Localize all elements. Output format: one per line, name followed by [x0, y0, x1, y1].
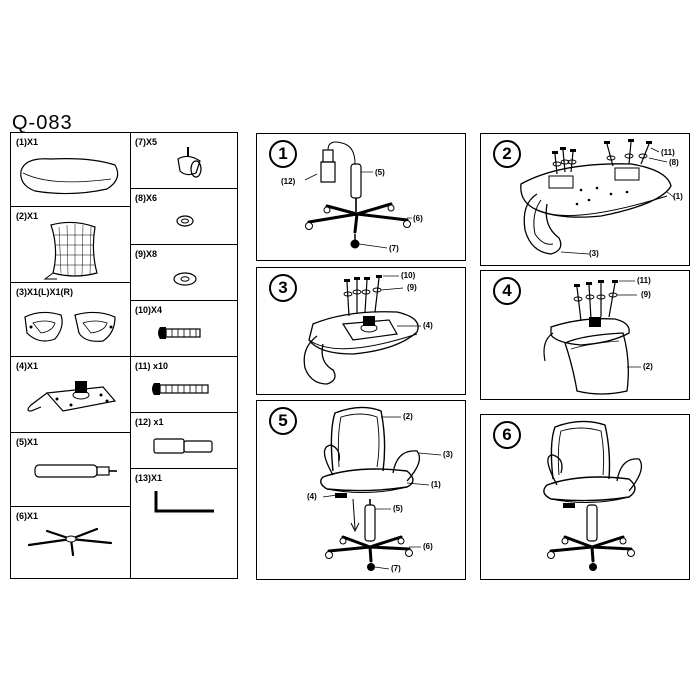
- base-assembly-illustration: [304, 141, 412, 249]
- part-label: (5)X1: [16, 437, 39, 447]
- callout-label: (3): [443, 450, 453, 459]
- part-label: (9)X8: [135, 249, 158, 259]
- part-label: (11) x10: [135, 361, 169, 371]
- step-3-panel: 3 (10) (9) (4): [256, 267, 466, 395]
- backrest-attach-illustration: [543, 280, 641, 395]
- callout-label: (11): [637, 276, 651, 285]
- callout-label: (9): [641, 290, 651, 299]
- long-bolt-icon: [152, 383, 209, 395]
- five-star-base-icon: [27, 527, 113, 557]
- part-label: (1)X1: [16, 137, 39, 147]
- step-2-panel: 2 (11) (8) (1) (3): [480, 133, 690, 266]
- part-cell-mechanism: (4)X1: [11, 357, 130, 433]
- part-cell-armrests: (3)X1(L)X1(R): [11, 283, 130, 357]
- part-label: (2)X1: [16, 211, 39, 221]
- final-assembly-illustration: [320, 406, 442, 571]
- step-number: 5: [269, 407, 297, 435]
- step-5-panel: 5 (2) (3) (1) (4) (5) (6) (7): [256, 400, 466, 580]
- step-6-panel: 6: [480, 414, 690, 580]
- part-cell-spring-washers: (8)X6: [130, 189, 237, 245]
- callout-label: (7): [391, 564, 401, 573]
- callout-label: (10): [401, 271, 416, 280]
- callout-label: (8): [669, 158, 679, 167]
- seat-armrest-illustration: [520, 139, 676, 255]
- allen-key-icon: [154, 491, 214, 513]
- gas-lift-cover-icon: [153, 438, 213, 454]
- callout-label: (7): [389, 244, 399, 253]
- spring-washer-icon: [176, 215, 194, 227]
- part-cell-seat: (1)X1: [11, 133, 130, 207]
- step-number: 1: [269, 140, 297, 168]
- callout-label: (5): [393, 504, 403, 513]
- step-number: 6: [493, 421, 521, 449]
- callout-label: (3): [589, 249, 599, 258]
- step-number: 3: [269, 274, 297, 302]
- parts-list: (1)X1 (2)X1 (3)X1(L)X1(R): [10, 132, 238, 579]
- part-label: (10)X4: [135, 305, 163, 315]
- mesh-backrest-icon: [43, 221, 98, 280]
- part-cell-base: (6)X1: [11, 507, 130, 580]
- callout-label: (1): [673, 192, 683, 201]
- part-label: (6)X1: [16, 511, 39, 521]
- parts-column-right: (7)X5 (8)X6 (9)X8 (10)X4: [130, 133, 237, 578]
- part-label: (4)X1: [16, 361, 39, 371]
- part-cell-allen-key: (13)X1: [130, 469, 237, 525]
- armrest-pair-icon: [24, 311, 116, 342]
- short-bolt-icon: [158, 327, 201, 339]
- callout-label: (1): [431, 480, 441, 489]
- callout-label: (6): [423, 542, 433, 551]
- part-cell-gas-lift: (5)X1: [11, 433, 130, 507]
- part-cell-flat-washers: (9)X8: [130, 245, 237, 301]
- part-label: (8)X6: [135, 193, 158, 203]
- callout-label: (2): [643, 362, 653, 371]
- tilt-mechanism-icon: [27, 381, 117, 412]
- callout-label: (5): [375, 168, 385, 177]
- mechanism-attach-illustration: [303, 275, 421, 385]
- step-number: 2: [493, 140, 521, 168]
- finished-chair-illustration: [543, 420, 643, 571]
- flat-washer-icon: [173, 272, 197, 286]
- callout-label: (6): [413, 214, 423, 223]
- callout-label: (11): [661, 148, 675, 157]
- part-label: (3)X1(L)X1(R): [16, 287, 74, 297]
- callout-label: (4): [423, 321, 433, 330]
- callout-label: (12): [281, 177, 296, 186]
- step-4-panel: 4 (11) (9) (2): [480, 270, 690, 400]
- callout-label: (9): [407, 283, 417, 292]
- parts-column-left: (1)X1 (2)X1 (3)X1(L)X1(R): [11, 133, 131, 578]
- seat-cushion-icon: [20, 158, 119, 195]
- callout-label: (4): [307, 492, 317, 501]
- part-cell-cover: (12) x1: [130, 413, 237, 469]
- model-code: Q-083: [12, 112, 73, 134]
- part-label: (13)X1: [135, 473, 163, 483]
- part-label: (7)X5: [135, 137, 158, 147]
- part-cell-long-bolts: (11) x10: [130, 357, 237, 413]
- caster-wheel-icon: [177, 147, 202, 178]
- step-1-panel: 1 (12) (5) (6) (7): [256, 133, 466, 261]
- part-cell-short-bolts: (10)X4: [130, 301, 237, 357]
- part-cell-backrest: (2)X1: [11, 207, 130, 283]
- gas-lift-cylinder-icon: [34, 464, 117, 478]
- step-number: 4: [493, 277, 521, 305]
- callout-label: (2): [403, 412, 413, 421]
- part-cell-casters: (7)X5: [130, 133, 237, 189]
- part-label: (12) x1: [135, 417, 164, 427]
